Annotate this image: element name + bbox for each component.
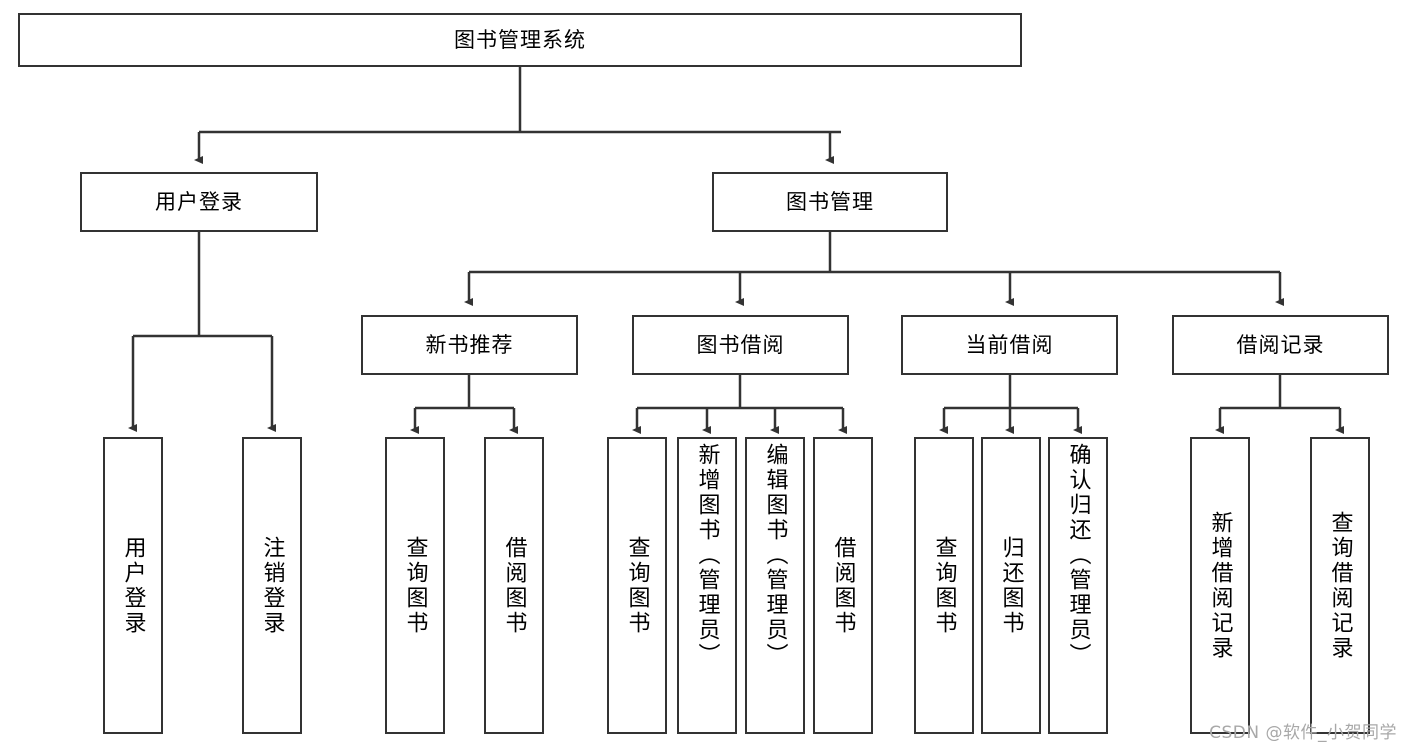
- node-label: 查询图书: [402, 535, 428, 636]
- leaf-user-login[interactable]: 用户登录: [103, 437, 163, 734]
- node-label: 新书推荐: [425, 332, 514, 357]
- node-label: 用户登录: [155, 189, 243, 214]
- leaf-borrow-book[interactable]: 借阅图书: [813, 437, 873, 734]
- node-label: 用户登录: [120, 535, 146, 636]
- node-label: 图书管理: [786, 189, 874, 214]
- node-label: 查询借阅记录: [1327, 510, 1353, 661]
- leaf-add-borrow-record[interactable]: 新增借阅记录: [1190, 437, 1250, 734]
- node-label: 新增图书（管理员）: [694, 443, 720, 668]
- leaf-borrow-book-recommend[interactable]: 借阅图书: [484, 437, 544, 734]
- node-label: 编辑图书（管理员）: [762, 443, 788, 668]
- node-label: 查询图书: [624, 535, 650, 636]
- node-book-borrow[interactable]: 图书借阅: [632, 315, 849, 375]
- leaf-query-book-borrow[interactable]: 查询图书: [607, 437, 667, 734]
- node-label: 查询图书: [931, 535, 957, 636]
- node-label: 注销登录: [259, 535, 285, 636]
- leaf-query-borrow-record[interactable]: 查询借阅记录: [1310, 437, 1370, 734]
- node-label: 图书借阅: [696, 332, 785, 357]
- node-label: 借阅图书: [830, 535, 856, 636]
- leaf-edit-book-admin[interactable]: 编辑图书（管理员）: [745, 437, 805, 734]
- node-label: 借阅图书: [501, 535, 527, 636]
- node-borrow-record[interactable]: 借阅记录: [1172, 315, 1389, 375]
- leaf-logout-login[interactable]: 注销登录: [242, 437, 302, 734]
- leaf-return-book[interactable]: 归还图书: [981, 437, 1041, 734]
- watermark-csdn: CSDN @软件_小贺同学: [1209, 723, 1397, 743]
- node-root-book-management-system[interactable]: 图书管理系统: [18, 13, 1022, 67]
- node-label: 图书管理系统: [454, 27, 586, 52]
- node-book-management[interactable]: 图书管理: [712, 172, 948, 232]
- node-user-login[interactable]: 用户登录: [80, 172, 318, 232]
- node-label: 确认归还（管理员）: [1065, 443, 1091, 668]
- node-label: 当前借阅: [965, 332, 1054, 357]
- leaf-confirm-return-admin[interactable]: 确认归还（管理员）: [1048, 437, 1108, 734]
- node-new-book-recommend[interactable]: 新书推荐: [361, 315, 578, 375]
- leaf-query-book-current[interactable]: 查询图书: [914, 437, 974, 734]
- node-label: 借阅记录: [1236, 332, 1325, 357]
- leaf-add-book-admin[interactable]: 新增图书（管理员）: [677, 437, 737, 734]
- leaf-query-book-recommend[interactable]: 查询图书: [385, 437, 445, 734]
- node-label: 新增借阅记录: [1207, 510, 1233, 661]
- node-label: 归还图书: [998, 535, 1024, 636]
- node-current-borrow[interactable]: 当前借阅: [901, 315, 1118, 375]
